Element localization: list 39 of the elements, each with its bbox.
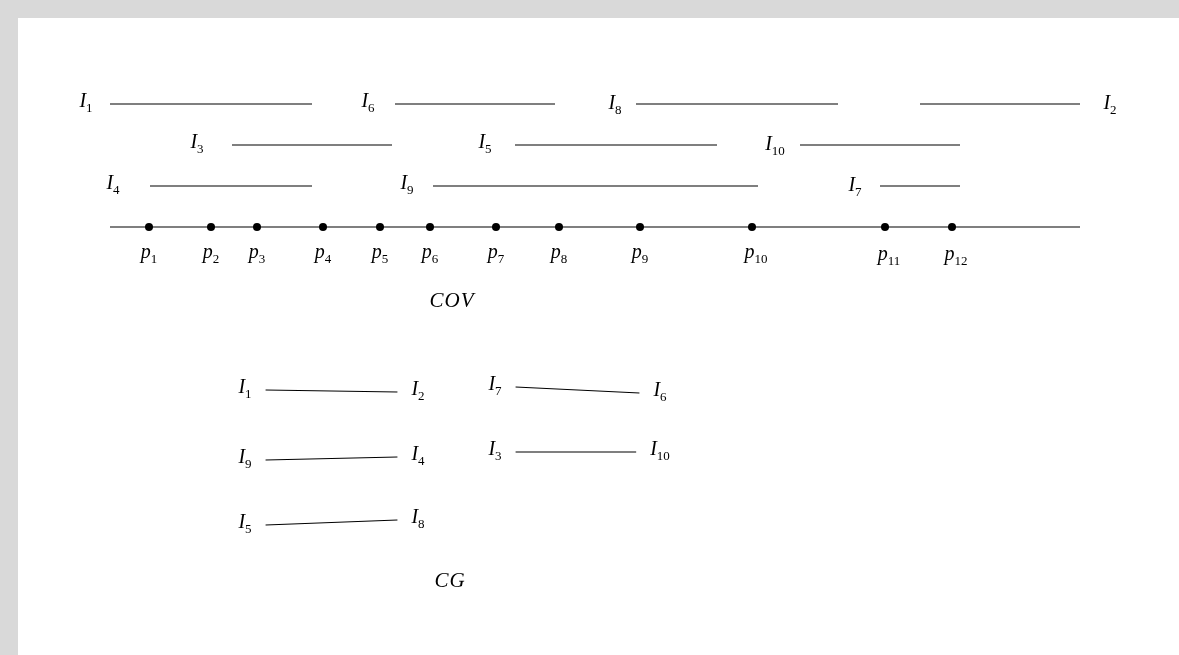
point-label: p$_{12}$	[944, 242, 968, 270]
point-label: p$_{1}$	[140, 240, 158, 268]
interval-label: I$_{2}$	[1103, 91, 1117, 119]
point-label: p$_{7}$	[487, 240, 505, 268]
interval-label: I$_{4}$	[106, 171, 120, 199]
vertex-label: I$_{10}$	[646, 437, 674, 467]
vertex-label: I$_{7}$	[484, 372, 506, 402]
point-label: p$_{3}$	[248, 240, 266, 268]
vertex-label: I$_{9}$	[234, 445, 256, 475]
vertex-label: I$_{2}$	[407, 377, 429, 407]
graph-edge	[515, 451, 637, 453]
vertex-label: I$_{3}$	[484, 437, 506, 467]
point-label: p$_{9}$	[631, 240, 649, 268]
vertex-label: I$_{6}$	[649, 378, 671, 408]
point-label: p$_{5}$	[371, 240, 389, 268]
point-label: p$_{2}$	[202, 240, 220, 268]
vertex-label: I$_{5}$	[234, 510, 256, 540]
vertex-label: I$_{4}$	[407, 442, 429, 472]
graph-edge	[265, 456, 398, 461]
point-label: p$_{8}$	[550, 240, 568, 268]
figure-caption: COV	[429, 289, 475, 311]
vertex-label: I$_{1}$	[234, 375, 256, 405]
point-label: p$_{11}$	[877, 242, 901, 270]
figure-caption: CG	[434, 569, 466, 591]
interval-label: I$_{10}$	[765, 132, 785, 160]
interval-label: I$_{1}$	[79, 89, 93, 117]
interval-label: I$_{8}$	[608, 91, 622, 119]
interval-label: I$_{6}$	[361, 89, 375, 117]
point-label: p$_{4}$	[314, 240, 332, 268]
point-label: p$_{10}$	[744, 240, 768, 268]
interval-label: I$_{7}$	[848, 173, 862, 201]
graph-edge	[265, 389, 398, 393]
interval-label: I$_{9}$	[400, 171, 414, 199]
point-label: p$_{6}$	[421, 240, 439, 268]
interval-label: I$_{3}$	[190, 130, 204, 158]
graph-edge	[515, 386, 640, 394]
vertex-label: I$_{8}$	[407, 505, 429, 535]
graph-edge	[265, 519, 398, 526]
interval-label: I$_{5}$	[478, 130, 492, 158]
